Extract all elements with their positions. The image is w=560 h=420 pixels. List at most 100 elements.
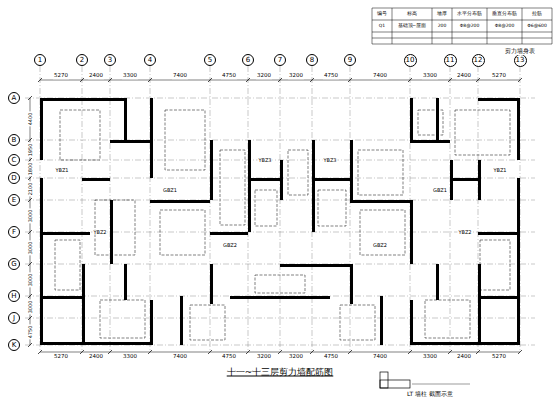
axis-bubble: J	[8, 312, 20, 324]
axis-bubble: 4	[144, 54, 156, 66]
axis-number: 7	[278, 57, 282, 64]
axis-bubble: 6	[242, 54, 254, 66]
axis-number: E	[12, 197, 16, 204]
wall-tag: YBZ1	[54, 168, 69, 173]
axis-number: A	[12, 95, 17, 102]
axis-bubble: 9	[344, 54, 356, 66]
axis-bubble: 7	[274, 54, 286, 66]
dimension: 1950	[28, 143, 33, 158]
axis-bubble: 5	[204, 54, 216, 66]
dimension: 3000	[28, 300, 33, 315]
axis-number: 3	[108, 57, 112, 64]
dimension: 3000	[28, 273, 33, 288]
dimension: 3300	[422, 354, 438, 360]
dimension: 5270	[53, 73, 69, 79]
note: LT 墙柱 截面示意	[406, 391, 454, 397]
table-cell: Φ8@200	[494, 24, 516, 29]
dimension-lines	[28, 78, 522, 354]
table-cell: Q1	[378, 24, 386, 29]
dimension: 2400	[456, 354, 472, 360]
dimension: 7400	[172, 354, 188, 360]
dimension: 2100	[28, 182, 33, 197]
axis-number: 8	[310, 57, 314, 64]
axis-number: D	[11, 175, 16, 182]
axis-bubble: E	[8, 194, 20, 206]
axis-bubble: 13	[514, 54, 527, 67]
axis-bubble: 10	[404, 54, 417, 67]
dimension: 4400	[28, 112, 33, 127]
wall-tag: YBZ3	[322, 158, 337, 163]
dimension: 4750	[323, 73, 339, 79]
dimension: 3300	[422, 73, 438, 79]
axis-bubble: 1	[34, 54, 46, 66]
dimension: 4750	[221, 73, 237, 79]
dimension: 5270	[53, 354, 69, 360]
wall-tag: GBZ1	[432, 188, 448, 193]
dimension: 7400	[172, 73, 188, 79]
axis-bubble: 11	[444, 54, 457, 67]
axis-number: 1	[38, 57, 42, 64]
dimension: 2400	[456, 73, 472, 79]
dimension: 3200	[256, 73, 272, 79]
dimension: 3200	[288, 354, 304, 360]
dimension: 5270	[491, 354, 507, 360]
axis-number: 10	[406, 57, 415, 64]
wall-table-grid	[372, 8, 552, 44]
axis-number: 2	[80, 57, 84, 64]
axis-bubble: K	[8, 339, 20, 351]
dimension: 3300	[122, 354, 138, 360]
wall-tag: YBZ3	[257, 158, 272, 163]
axis-bubble: 12	[472, 54, 485, 67]
section-detail	[380, 372, 470, 388]
axis-bubble: B	[8, 134, 20, 146]
shear-walls	[40, 98, 520, 345]
table-cell: 垂直分布筋	[491, 12, 518, 17]
dimension: 7400	[372, 73, 388, 79]
dimension: 2400	[88, 73, 104, 79]
axis-number: 5	[208, 57, 212, 64]
dimension: 1800	[28, 162, 33, 177]
dimension: 3000	[28, 241, 33, 256]
axis-bubble: H	[8, 290, 20, 302]
table-cell: 基础顶~屋面	[397, 24, 428, 29]
wall-tag: GBZ2	[372, 243, 388, 248]
wall-tag: GBZ1	[162, 188, 178, 193]
table-cell: 拉筋	[531, 12, 543, 17]
axis-number: 9	[348, 57, 352, 64]
table-cell: 200	[437, 24, 448, 29]
axis-number: J	[13, 315, 15, 322]
axis-number: 6	[246, 57, 250, 64]
axis-bubble: D	[8, 172, 20, 184]
axis-number: 12	[474, 57, 483, 64]
dimension: 4750	[221, 354, 237, 360]
wall-tag: GBZ2	[222, 243, 238, 248]
dimension: 3000	[28, 209, 33, 224]
table-cell: 标高	[406, 12, 418, 17]
beam-outlines	[55, 110, 510, 340]
axis-grid	[25, 66, 535, 350]
axis-bubble: G	[8, 258, 20, 270]
axis-number: F	[12, 229, 16, 236]
axis-bubble: 3	[104, 54, 116, 66]
axis-number: 13	[516, 57, 525, 64]
axis-bubble: 2	[76, 54, 88, 66]
axis-bubble: C	[8, 154, 20, 166]
axis-bubble: F	[8, 226, 20, 238]
wall-tag: YBZ1	[492, 168, 507, 173]
axis-number: H	[11, 293, 16, 300]
table-cell: 编号	[376, 12, 388, 17]
axis-number: 11	[446, 57, 455, 64]
wall-tag: YBZ2	[457, 230, 472, 235]
axis-bubble: 8	[306, 54, 318, 66]
note: 剪力墙身表	[504, 49, 536, 55]
table-cell: 水平分布筋	[456, 12, 483, 17]
axis-number: G	[11, 261, 16, 268]
axis-number: 4	[148, 57, 152, 64]
dimension: 7400	[372, 354, 388, 360]
dimension: 3200	[256, 354, 272, 360]
table-cell: Φ6@600	[526, 24, 548, 29]
drawing-title: 十一~十三层剪力墙配筋图	[225, 368, 336, 377]
wall-tag: YBZ2	[92, 230, 107, 235]
dimension: 3300	[122, 73, 138, 79]
dimension: 2400	[88, 354, 104, 360]
